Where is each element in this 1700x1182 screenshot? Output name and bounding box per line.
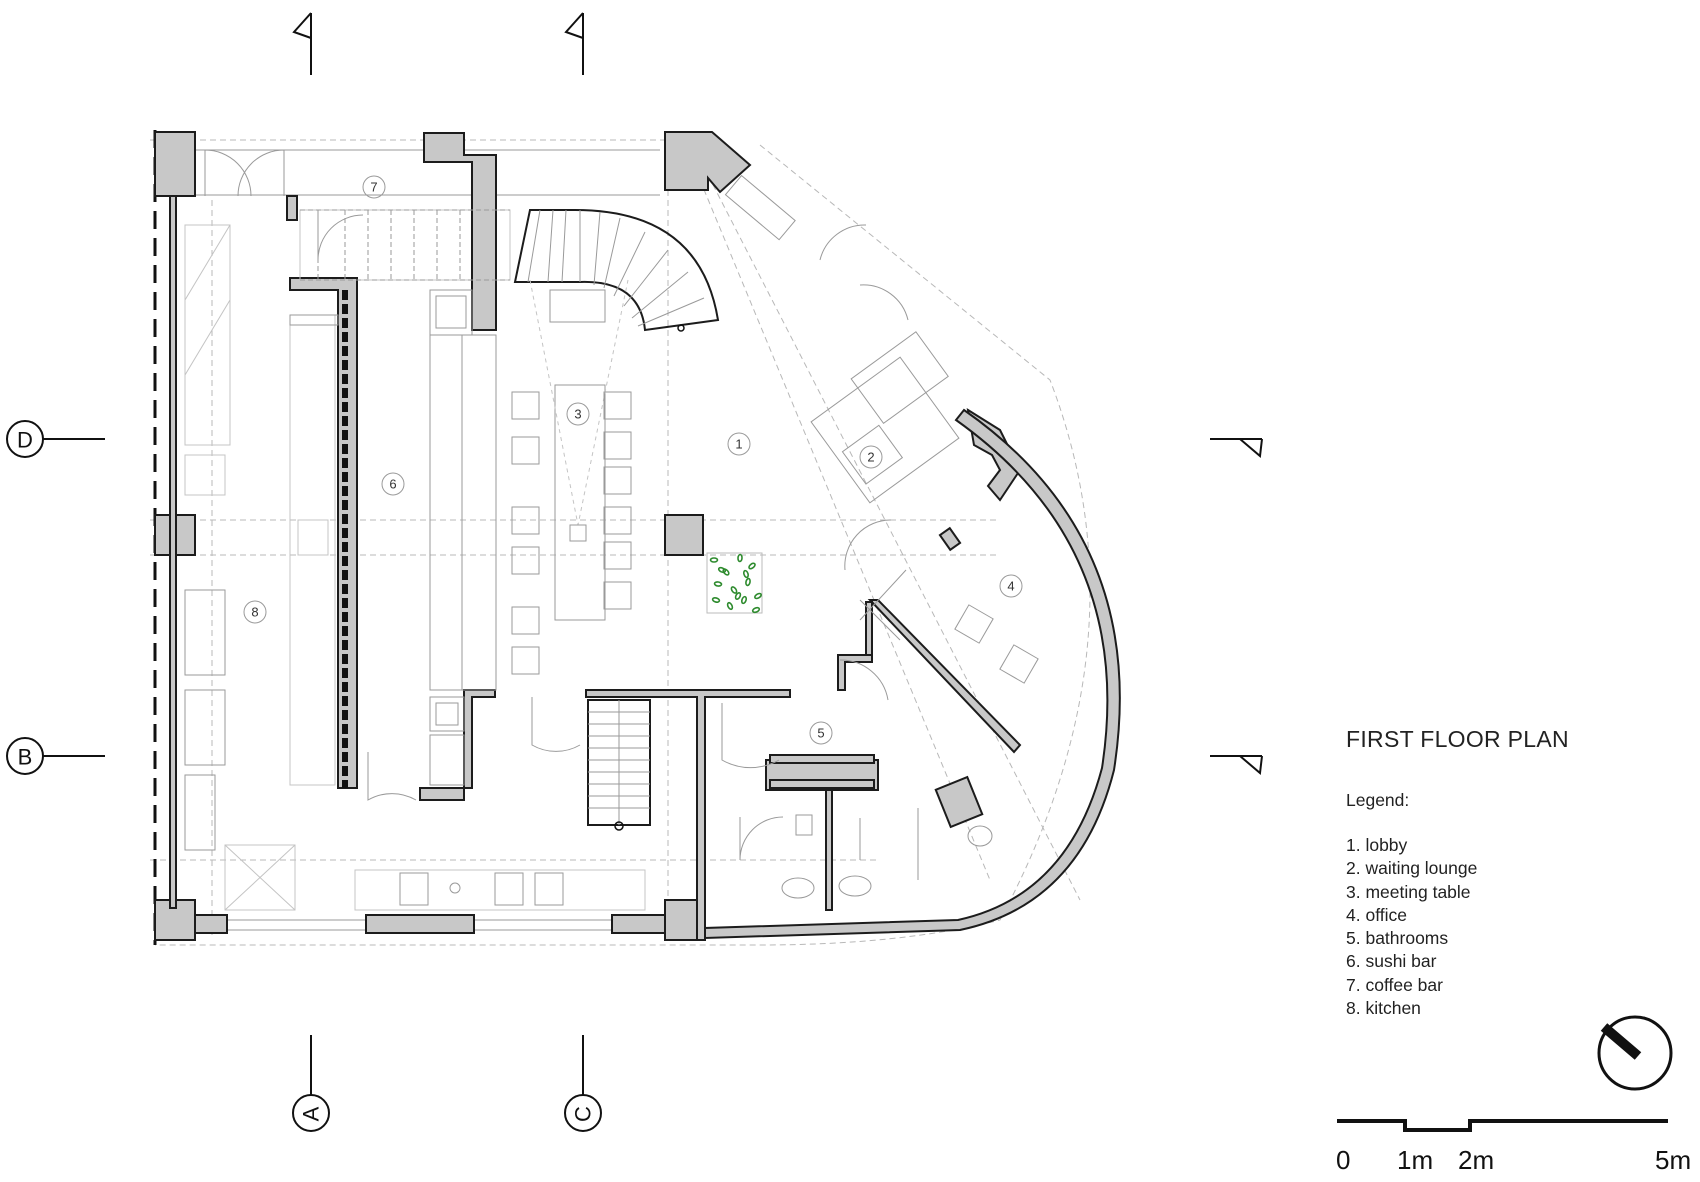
planter-icon bbox=[706, 552, 763, 614]
grid-bubble-b: B bbox=[6, 737, 105, 775]
legend-item: 8. kitchen bbox=[1346, 998, 1421, 1019]
structural-grid bbox=[150, 139, 1091, 946]
room-marker-6: 6 bbox=[381, 472, 405, 496]
room-marker-1: 1 bbox=[727, 432, 751, 456]
planter-leaf bbox=[742, 569, 750, 579]
planter-leaf bbox=[709, 557, 719, 563]
grid-bubble-c: C bbox=[564, 1035, 602, 1132]
planter-leaf bbox=[730, 586, 738, 594]
legend-heading: Legend: bbox=[1346, 790, 1410, 810]
svg-text:B: B bbox=[18, 745, 33, 770]
legend-item: 7. coffee bar bbox=[1346, 974, 1443, 995]
legend-list: 1. lobby 2. waiting lounge 3. meeting ta… bbox=[1346, 834, 1477, 1020]
svg-text:7: 7 bbox=[370, 180, 377, 195]
planter-leaf bbox=[737, 553, 743, 563]
plan-title: FIRST FLOOR PLAN bbox=[1346, 726, 1569, 752]
planter-leaf bbox=[754, 592, 762, 600]
grid-bubble-d: D bbox=[6, 420, 105, 458]
legend-item: 6. sushi bar bbox=[1346, 951, 1437, 972]
section-marker-icon bbox=[292, 12, 1263, 775]
svg-text:1: 1 bbox=[735, 437, 742, 452]
room-marker-4: 4 bbox=[999, 574, 1023, 598]
room-marker-7: 7 bbox=[362, 175, 386, 199]
room-marker-3: 3 bbox=[566, 402, 590, 426]
svg-text:2: 2 bbox=[867, 450, 874, 465]
legend-item: 3. meeting table bbox=[1346, 881, 1471, 902]
scale-bar bbox=[1337, 1119, 1668, 1132]
sushi-bar bbox=[342, 289, 497, 788]
planter-leaf bbox=[713, 581, 723, 587]
north-arrow-icon bbox=[1597, 1015, 1673, 1091]
planter-leaf bbox=[751, 606, 761, 614]
walls bbox=[154, 131, 1121, 941]
meeting-table bbox=[511, 279, 632, 675]
grid-bubble-a: A bbox=[292, 1035, 330, 1132]
planter-leaf bbox=[717, 566, 727, 574]
scale-label-2m: 2m bbox=[1458, 1145, 1495, 1175]
planter-leaf bbox=[740, 595, 748, 605]
scale-label-1m: 1m bbox=[1397, 1145, 1434, 1175]
planter-leaf bbox=[734, 591, 742, 601]
svg-text:5: 5 bbox=[817, 726, 824, 741]
staircase bbox=[299, 209, 720, 831]
planter-leaf bbox=[748, 562, 756, 570]
planter-leaf bbox=[711, 597, 721, 603]
svg-text:A: A bbox=[299, 1106, 324, 1121]
svg-text:3: 3 bbox=[574, 407, 581, 422]
legend-item: 5. bathrooms bbox=[1346, 928, 1449, 949]
room-marker-8: 8 bbox=[243, 600, 267, 624]
svg-text:4: 4 bbox=[1007, 579, 1014, 594]
room-marker-2: 2 bbox=[859, 445, 883, 469]
lounge-furniture bbox=[724, 174, 1039, 684]
room-marker-5: 5 bbox=[809, 721, 833, 745]
scale-label-0: 0 bbox=[1336, 1145, 1351, 1175]
svg-text:8: 8 bbox=[251, 605, 258, 620]
doors bbox=[204, 149, 909, 861]
svg-text:6: 6 bbox=[389, 477, 396, 492]
svg-text:C: C bbox=[571, 1106, 596, 1122]
room-markers: 7 3 1 2 6 4 8 5 bbox=[243, 175, 1023, 745]
planter-leaf bbox=[726, 601, 734, 611]
bathroom-fixtures bbox=[781, 808, 993, 899]
legend-item: 1. lobby bbox=[1346, 835, 1408, 855]
kitchen-equipment bbox=[184, 224, 646, 911]
svg-text:D: D bbox=[17, 428, 33, 453]
legend-item: 4. office bbox=[1346, 904, 1407, 925]
legend-item: 2. waiting lounge bbox=[1346, 858, 1478, 879]
planter-leaf bbox=[745, 577, 751, 587]
scale-label-5m: 5m bbox=[1655, 1145, 1692, 1175]
